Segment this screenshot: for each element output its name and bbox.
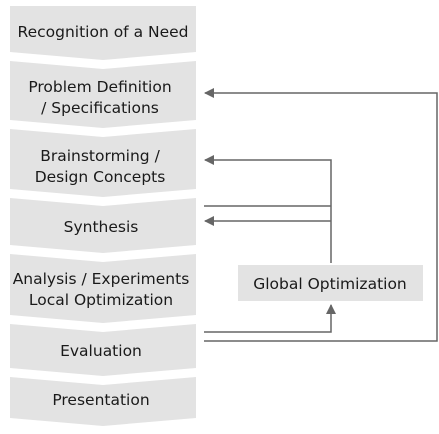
box-shape xyxy=(238,265,423,301)
step-label: Synthesis xyxy=(64,218,139,236)
step-label: Recognition of a Need xyxy=(18,23,189,41)
chevron-shape xyxy=(10,129,196,197)
global-optimization-box: Global Optimization xyxy=(238,265,423,301)
arrow-global-optimization-to-brainstorming xyxy=(204,155,332,263)
arrow-evaluation-to-problem-definition xyxy=(204,88,438,342)
step-label-line-1: Problem Definition xyxy=(28,78,171,96)
step-label-line-1: Analysis / Experiments xyxy=(13,270,190,288)
chevron-shape xyxy=(10,324,196,376)
step-presentation: Presentation xyxy=(10,377,196,426)
step-label-line-2: Design Concepts xyxy=(35,168,166,186)
chevron-shape xyxy=(10,198,196,253)
step-problem-definition: Problem Definition / Specifications xyxy=(10,61,196,128)
chevron-shape xyxy=(10,377,196,426)
step-analysis: Analysis / Experiments Local Optimizatio… xyxy=(10,254,196,323)
step-brainstorming: Brainstorming / Design Concepts xyxy=(10,129,196,197)
step-label: Presentation xyxy=(52,391,149,409)
step-evaluation: Evaluation xyxy=(10,324,196,376)
chevron-shape xyxy=(10,61,196,128)
arrow-evaluation-to-global-optimization xyxy=(204,304,336,333)
step-label-line-2: / Specifications xyxy=(41,99,159,117)
step-label-line-2: Local Optimization xyxy=(29,291,173,309)
step-recognition: Recognition of a Need xyxy=(10,6,196,60)
feedback-connectors xyxy=(204,88,438,342)
step-label-line-1: Brainstorming / xyxy=(40,147,160,165)
chevron-shape xyxy=(10,254,196,323)
box-label: Global Optimization xyxy=(253,275,407,293)
step-synthesis: Synthesis xyxy=(10,198,196,253)
chevron-shape xyxy=(10,6,196,60)
step-label: Evaluation xyxy=(60,342,142,360)
